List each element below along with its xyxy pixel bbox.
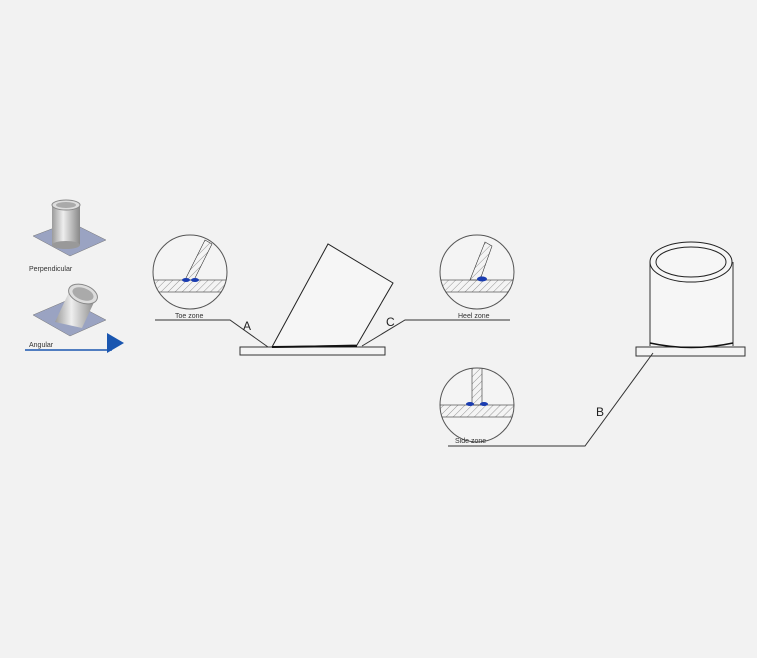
option-label: Perpendicular bbox=[29, 266, 73, 273]
option-perpendicular[interactable]: Perpendicular bbox=[29, 199, 107, 273]
play-triangle-icon bbox=[107, 333, 124, 353]
heel-zone-label: Heel zone bbox=[458, 313, 490, 320]
option-label: Angular bbox=[29, 342, 54, 349]
angular-tube-icon bbox=[55, 283, 98, 328]
option-angular[interactable]: Angular bbox=[25, 280, 124, 353]
perpendicular-tube-drawing bbox=[635, 241, 746, 357]
marker-a: A bbox=[243, 319, 251, 333]
marker-c: C bbox=[386, 315, 395, 329]
toe-zone-detail: Toe zone A bbox=[152, 234, 269, 348]
toe-zone-label: Toe zone bbox=[175, 313, 204, 320]
side-zone-detail: Side zone B bbox=[439, 352, 654, 447]
heel-zone-detail: Heel zone C bbox=[361, 234, 515, 347]
perpendicular-tube-icon bbox=[51, 199, 81, 249]
side-zone-label: Side zone bbox=[455, 438, 486, 445]
angular-tube-drawing bbox=[239, 243, 394, 356]
marker-b: B bbox=[596, 405, 604, 419]
